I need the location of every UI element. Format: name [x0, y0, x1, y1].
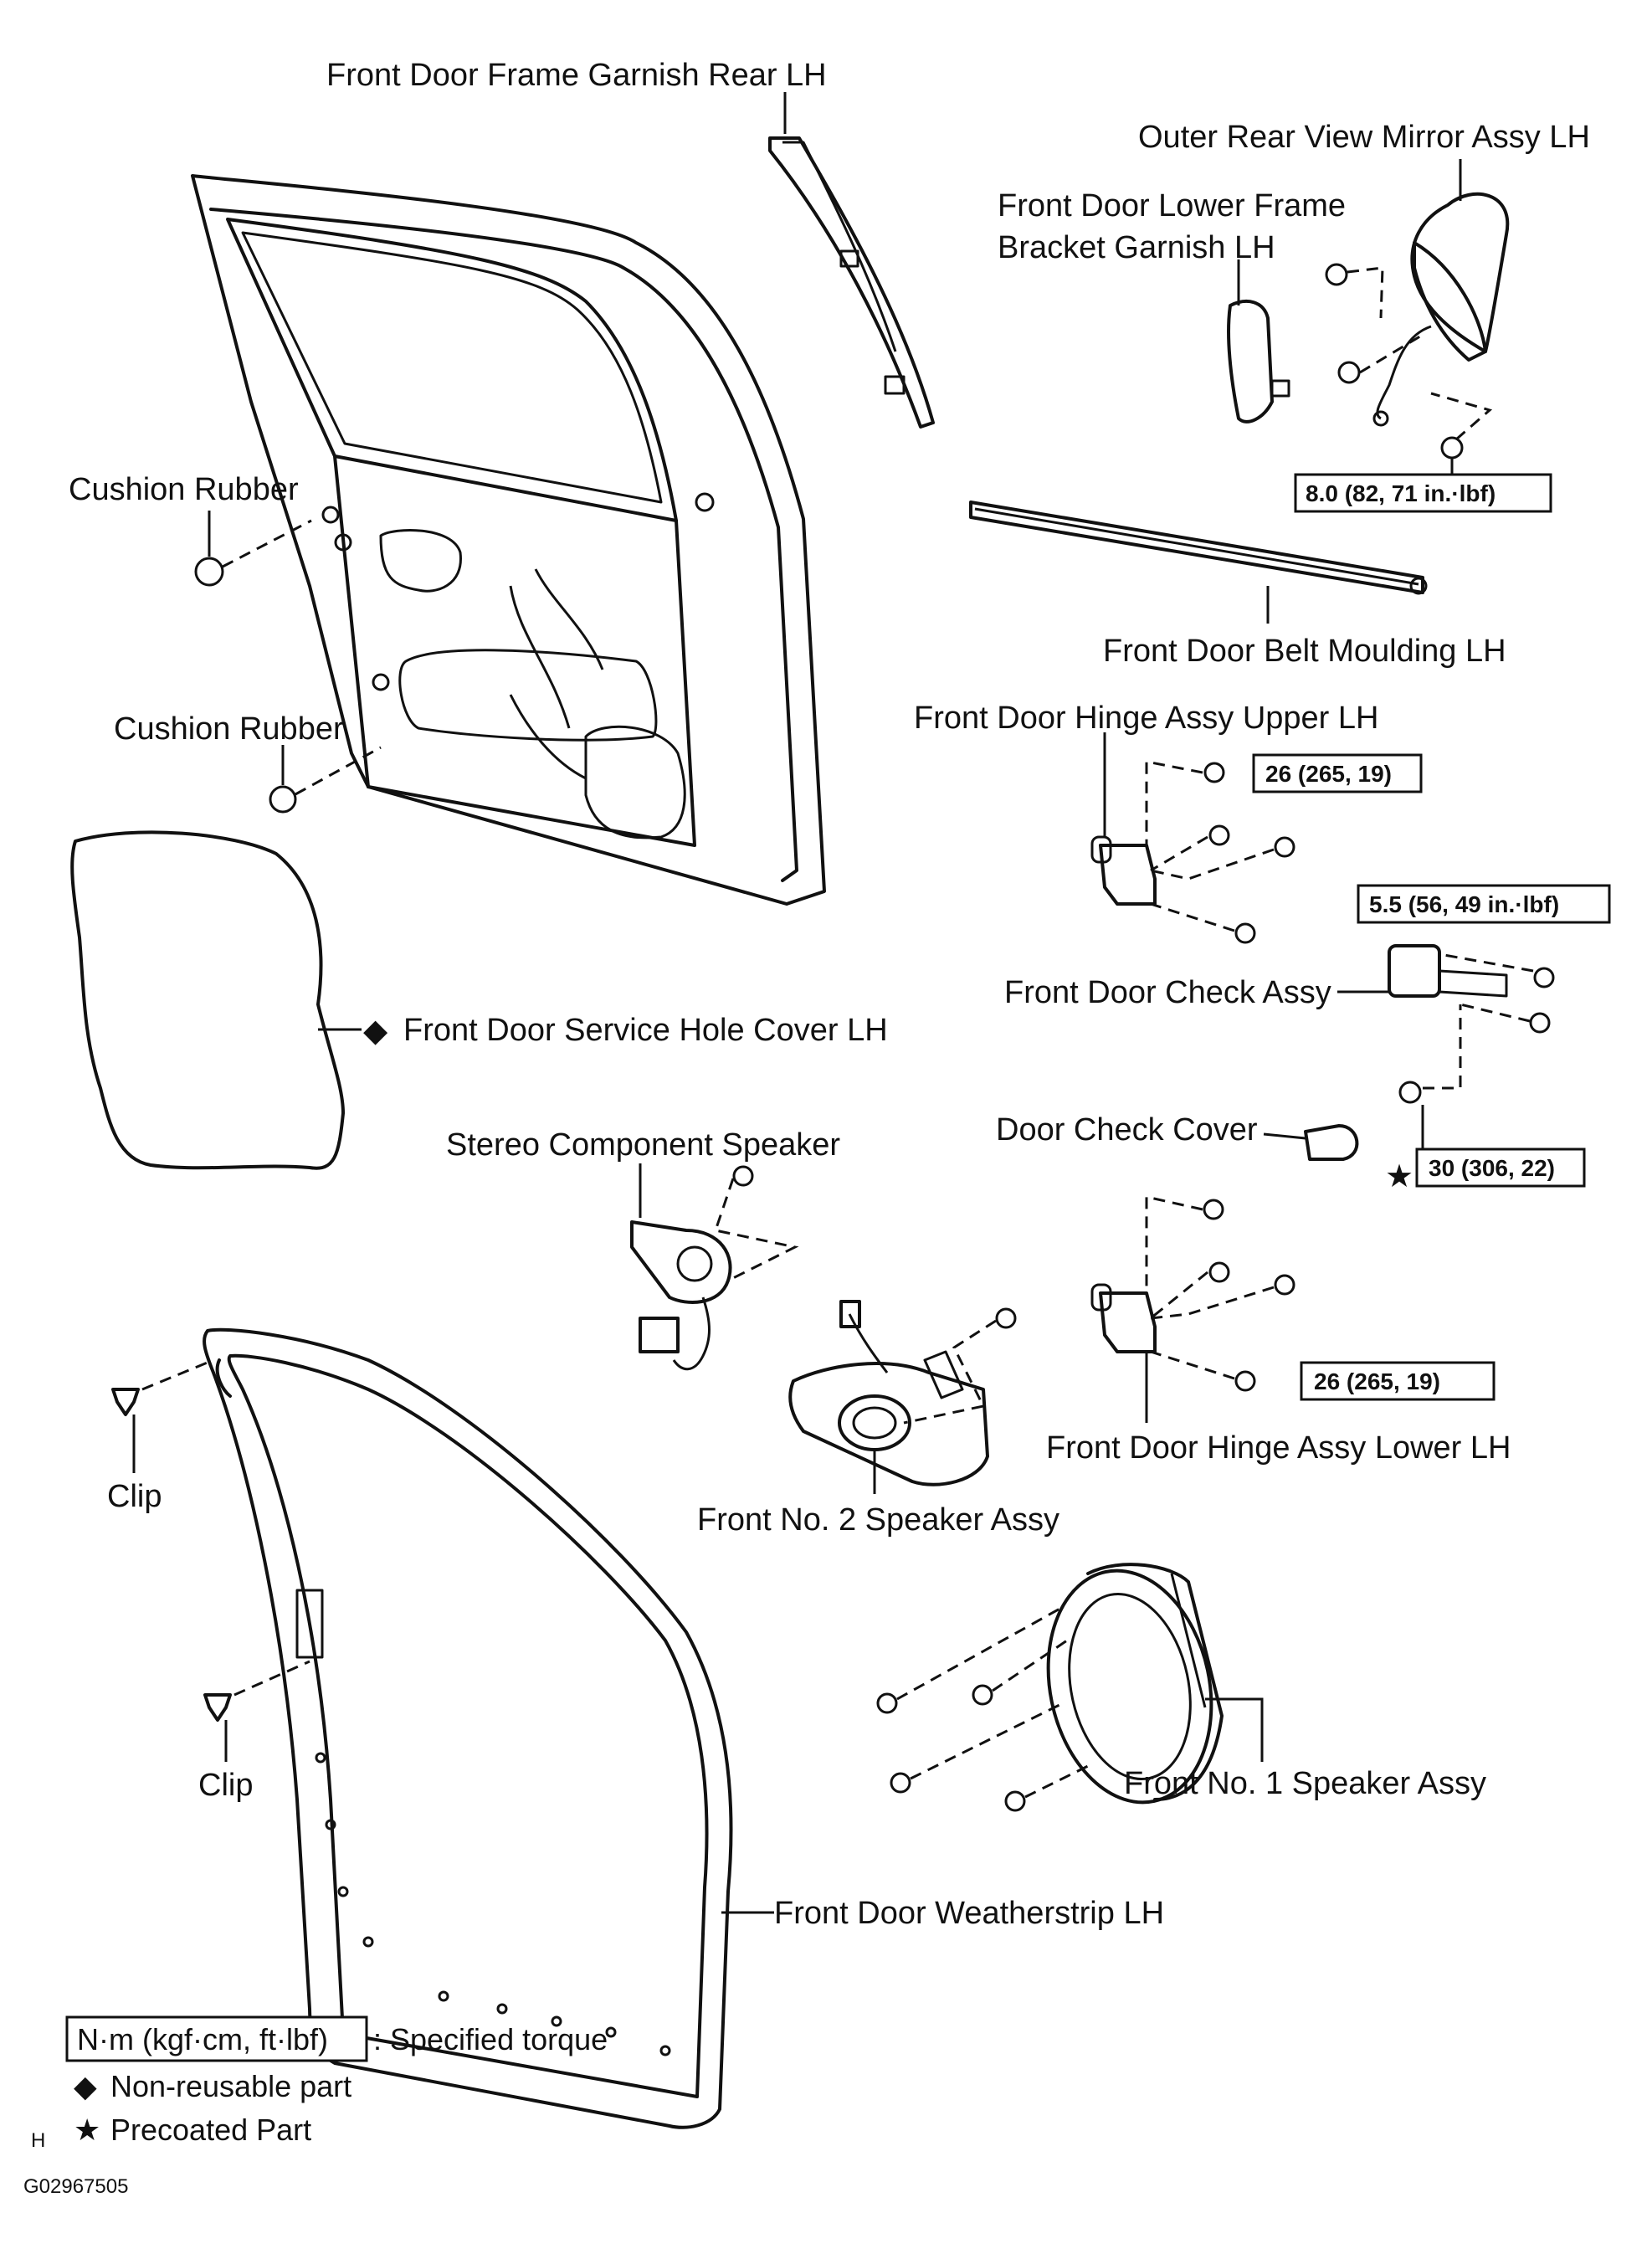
label-stereo-speaker: Stereo Component Speaker: [446, 1127, 840, 1163]
belt-moulding: [969, 501, 1428, 595]
torque-box-mirror: 8.0 (82, 71 in.·lbf): [1294, 473, 1552, 513]
label-lower-frame-bracket-line2: Bracket Garnish LH: [998, 230, 1275, 265]
legend: N·m (kgf·cm, ft·lbf) : Specified torque …: [65, 2015, 608, 2147]
legend-precoated: Precoated Part: [110, 2113, 311, 2147]
svg-text:8.0 (82, 71 in.·lbf): 8.0 (82, 71 in.·lbf): [1306, 480, 1496, 506]
front-no1-speaker: [876, 1563, 1224, 1812]
legend-torque-box-text: N·m (kgf·cm, ft·lbf): [77, 2022, 328, 2056]
cushion-rubber-parts: [194, 519, 382, 814]
label-clip-upper: Clip: [107, 1479, 162, 1514]
weatherstrip: [203, 1327, 733, 2129]
legend-non-reusable: Non-reusable part: [110, 2069, 351, 2103]
label-cushion-rubber-upper: Cushion Rubber: [69, 472, 299, 507]
footer-code: G02967505: [23, 2175, 128, 2198]
label-lower-frame-bracket-line1: Front Door Lower Frame: [998, 188, 1346, 223]
front-no2-speaker: [788, 1300, 1017, 1486]
outer-mirror-assy: [1227, 192, 1510, 427]
footer-letter: H: [31, 2129, 45, 2152]
door-check-assy: [1304, 944, 1555, 1161]
service-hole-cover: [70, 830, 345, 1170]
label-door-check-cover: Door Check Cover: [996, 1112, 1258, 1148]
label-clip-lower: Clip: [198, 1768, 253, 1803]
label-service-hole-cover: Front Door Service Hole Cover LH: [403, 1013, 888, 1048]
label-weatherstrip: Front Door Weatherstrip LH: [774, 1896, 1164, 1931]
svg-text:26 (265, 19): 26 (265, 19): [1265, 761, 1392, 787]
front-door-panel: [191, 174, 826, 906]
torque-box-check-assy: 5.5 (56, 49 in.·lbf): [1357, 884, 1611, 924]
svg-text:5.5 (56, 49 in.·lbf): 5.5 (56, 49 in.·lbf): [1369, 891, 1559, 917]
svg-text:26 (265, 19): 26 (265, 19): [1314, 1368, 1440, 1394]
torque-box-hinge-lower: 26 (265, 19): [1300, 1361, 1496, 1401]
hinge-lower-assy: [1090, 1195, 1295, 1392]
star-mark-check-bolt: ★: [1385, 1159, 1413, 1194]
torque-box-check-bolt: ★ 30 (306, 22): [1385, 1105, 1586, 1194]
svg-text:30 (306, 22): 30 (306, 22): [1429, 1155, 1555, 1181]
legend-diamond-mark: ◆: [74, 2069, 97, 2103]
torque-box-hinge-upper: 26 (265, 19): [1252, 753, 1423, 793]
label-frame-garnish-rear: Front Door Frame Garnish Rear LH: [326, 58, 827, 93]
stereo-component-speaker: [630, 1165, 799, 1371]
clip-parts: [111, 1358, 310, 1722]
label-belt-moulding: Front Door Belt Moulding LH: [1103, 634, 1506, 669]
label-outer-mirror: Outer Rear View Mirror Assy LH: [1138, 120, 1590, 155]
legend-torque-text: : Specified torque: [373, 2022, 608, 2056]
leader-lines: [132, 92, 1462, 1914]
label-check-assy: Front Door Check Assy: [1004, 975, 1331, 1010]
diamond-mark-service-cover: ◆: [363, 1014, 388, 1049]
label-no2-speaker: Front No. 2 Speaker Assy: [697, 1502, 1059, 1538]
label-cushion-rubber-lower: Cushion Rubber: [114, 711, 344, 747]
legend-star-mark: ★: [74, 2113, 100, 2147]
hinge-upper-assy: [1090, 760, 1295, 944]
label-hinge-upper: Front Door Hinge Assy Upper LH: [914, 701, 1378, 736]
frame-garnish-rear: [768, 136, 935, 429]
label-hinge-lower: Front Door Hinge Assy Lower LH: [1046, 1430, 1511, 1466]
label-no1-speaker: Front No. 1 Speaker Assy: [1124, 1766, 1486, 1801]
